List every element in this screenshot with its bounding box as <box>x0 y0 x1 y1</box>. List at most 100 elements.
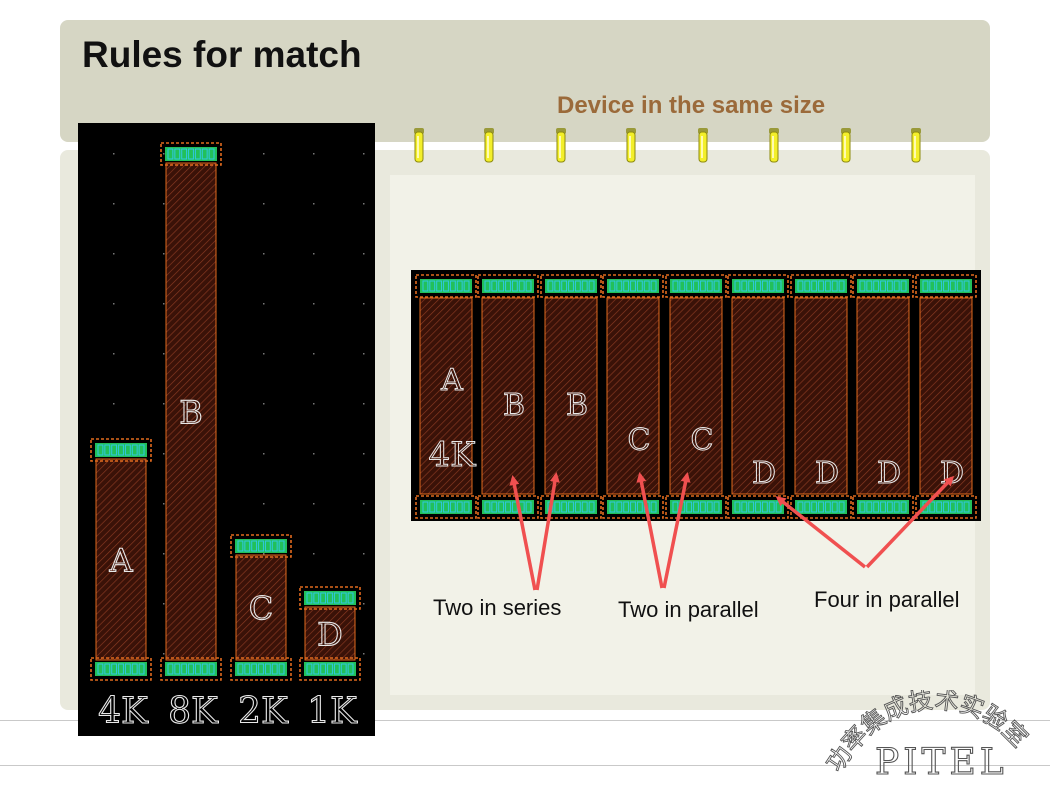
contact-via <box>859 280 866 292</box>
contact-via <box>118 444 124 456</box>
contact-via <box>693 501 699 513</box>
contact-via <box>271 540 278 552</box>
grid-dot <box>263 453 265 455</box>
contact-via <box>340 663 347 675</box>
resistor-b: B <box>540 274 602 519</box>
contact-via <box>124 663 131 675</box>
contact-via <box>313 592 320 604</box>
contact-via <box>201 663 208 675</box>
contact-via <box>463 501 470 513</box>
contact-via <box>554 280 561 292</box>
binder-ring <box>554 128 568 166</box>
contact-outline <box>852 495 914 519</box>
arrow <box>865 475 955 569</box>
contact <box>95 662 147 676</box>
contact-via <box>456 280 463 292</box>
contact-via <box>943 280 949 292</box>
contact-via <box>505 280 511 292</box>
grid-dot <box>263 253 265 255</box>
contact-via <box>167 663 174 675</box>
contact-via <box>706 280 713 292</box>
contact-via <box>588 501 595 513</box>
contact-via <box>525 280 532 292</box>
resistor-body <box>419 297 473 495</box>
contact-outline <box>160 142 222 166</box>
contact-outline <box>602 495 664 519</box>
contact-via <box>525 501 532 513</box>
contact-via <box>734 280 741 292</box>
grid-dot <box>363 553 365 555</box>
contact-outline <box>790 274 852 298</box>
binder-ring <box>412 128 426 166</box>
resistor-d: D <box>790 274 852 519</box>
contact-via <box>422 280 429 292</box>
contact-via <box>554 501 561 513</box>
resistor-body <box>544 297 598 495</box>
resistor-c: C 2K <box>230 534 292 733</box>
resistor-a: A4K <box>415 274 477 519</box>
binder-ring <box>767 128 781 166</box>
contact-via <box>237 663 244 675</box>
device-value: 2K <box>238 691 289 732</box>
device-value: 4K <box>428 435 476 475</box>
resistor-body <box>919 297 973 495</box>
arrow <box>662 472 691 589</box>
arrow <box>775 496 867 569</box>
contact-via <box>623 501 630 513</box>
device-letter: B <box>179 394 203 432</box>
grid-dot <box>163 503 165 505</box>
contact <box>482 279 534 293</box>
contact-outline <box>299 657 361 681</box>
contact-outline <box>90 657 152 681</box>
contact-via <box>111 444 118 456</box>
grid-dot <box>163 403 165 405</box>
slide-title: Rules for match <box>82 34 362 75</box>
contact-via <box>873 280 880 292</box>
logo-name: PITEL <box>875 742 1008 783</box>
contact-via <box>956 501 963 513</box>
grid-dot <box>163 453 165 455</box>
contact-via <box>181 663 188 675</box>
contact-via <box>313 663 320 675</box>
grid-dot <box>313 553 315 555</box>
contact-via <box>811 280 818 292</box>
arrow <box>636 472 664 589</box>
contact-via <box>271 663 278 675</box>
contact-via <box>824 501 831 513</box>
contact-via <box>124 444 131 456</box>
contact-via <box>104 663 111 675</box>
binder-ring <box>696 128 710 166</box>
contact-via <box>768 280 775 292</box>
contact-via <box>518 280 525 292</box>
device-letter: B <box>503 388 525 423</box>
slide-subtitle: Device in the same size <box>557 92 826 119</box>
contact <box>920 500 972 514</box>
contact-via <box>741 280 748 292</box>
device-letter: C <box>249 590 273 628</box>
contact-via <box>630 280 636 292</box>
grid-dot <box>163 153 165 155</box>
resistor-body <box>235 554 287 661</box>
grid-dot <box>163 253 165 255</box>
contact-via <box>491 280 498 292</box>
contact-via <box>581 501 588 513</box>
grid-dot <box>163 603 165 605</box>
contact-via <box>443 280 449 292</box>
contact-outline <box>665 495 727 519</box>
resistor-d: D1K <box>299 586 361 733</box>
grid-dot <box>113 253 115 255</box>
contact-via <box>831 501 838 513</box>
grid-dot <box>313 203 315 205</box>
contact-via <box>574 280 581 292</box>
contact <box>670 279 722 293</box>
grid-dot <box>313 353 315 355</box>
contact-via <box>491 501 498 513</box>
contact-via <box>643 280 650 292</box>
grid-dot <box>113 153 115 155</box>
contact-via <box>818 280 824 292</box>
contact-via <box>630 501 636 513</box>
title-panel <box>60 20 990 142</box>
arrow <box>535 472 560 591</box>
contact <box>235 539 287 553</box>
contact-via <box>436 280 443 292</box>
